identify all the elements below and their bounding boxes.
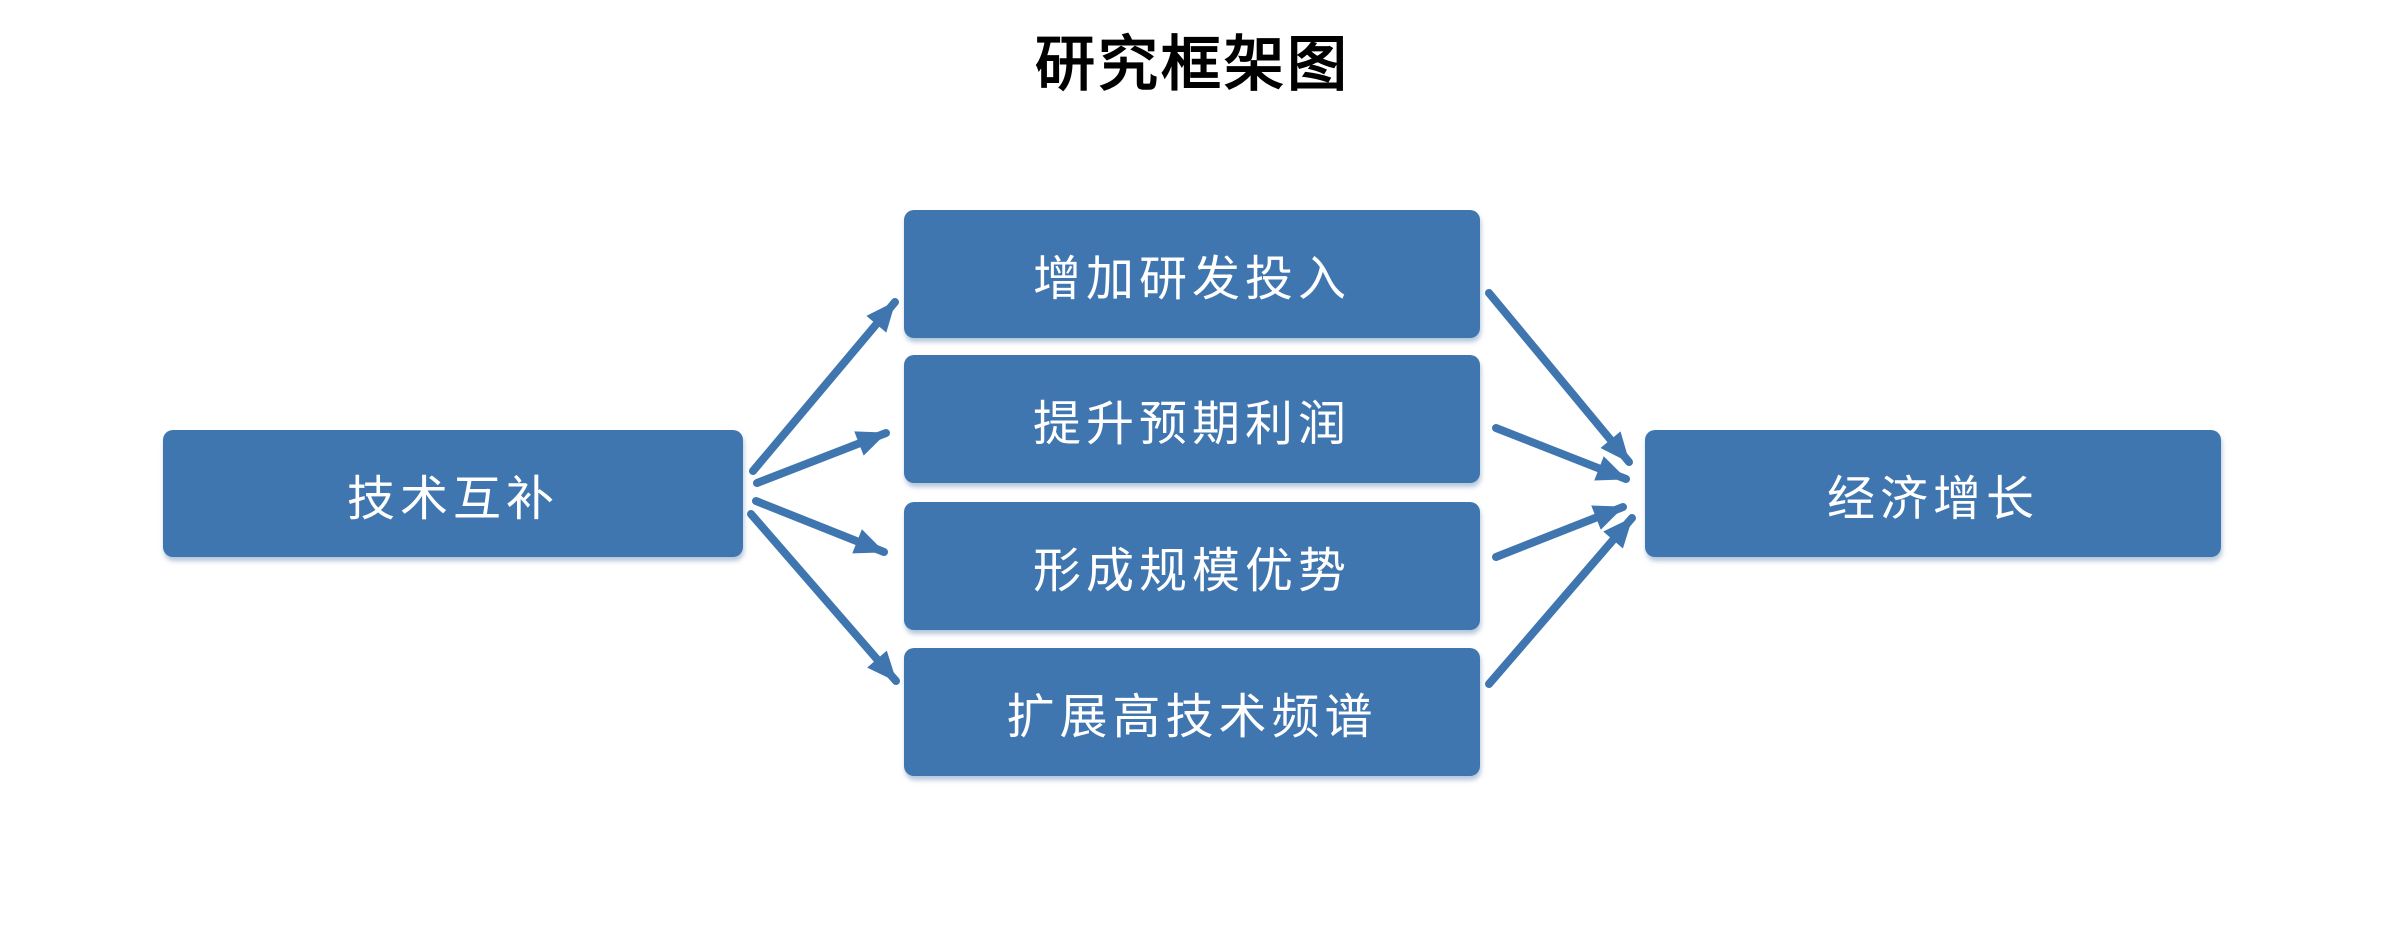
node-mediator-4-box: 扩展高技术频谱	[904, 648, 1480, 776]
arrow-source-to-mediator-4	[747, 510, 900, 685]
node-source-box: 技术互补	[163, 430, 743, 557]
node-mediator-2-box: 提升预期利润	[904, 355, 1480, 483]
arrow-mediator-4-to-outcome	[1485, 514, 1636, 688]
arrow-mediator-2-to-outcome	[1492, 424, 1630, 483]
arrow-source-to-mediator-3	[752, 497, 888, 556]
arrow-source-to-mediator-1	[749, 298, 899, 475]
diagram-title: 研究框架图	[1035, 30, 1350, 100]
arrow-mediator-1-to-outcome	[1485, 289, 1633, 466]
node-mediator-4-label: 扩展高技术频谱	[1006, 689, 1378, 745]
node-mediator-3-box: 形成规模优势	[904, 502, 1480, 630]
arrow-source-to-mediator-2	[753, 429, 890, 487]
node-source-label: 技术互补	[346, 470, 559, 527]
node-mediator-2-label: 提升预期利润	[1032, 396, 1351, 452]
arrow-mediator-3-to-outcome	[1492, 503, 1627, 561]
node-mediator-1-label: 增加研发投入	[1032, 251, 1351, 307]
node-outcome-box: 经济增长	[1645, 430, 2221, 557]
node-mediator-1-box: 增加研发投入	[904, 210, 1480, 338]
node-mediator-3-label: 形成规模优势	[1032, 543, 1351, 599]
node-outcome-label: 经济增长	[1826, 470, 2039, 527]
